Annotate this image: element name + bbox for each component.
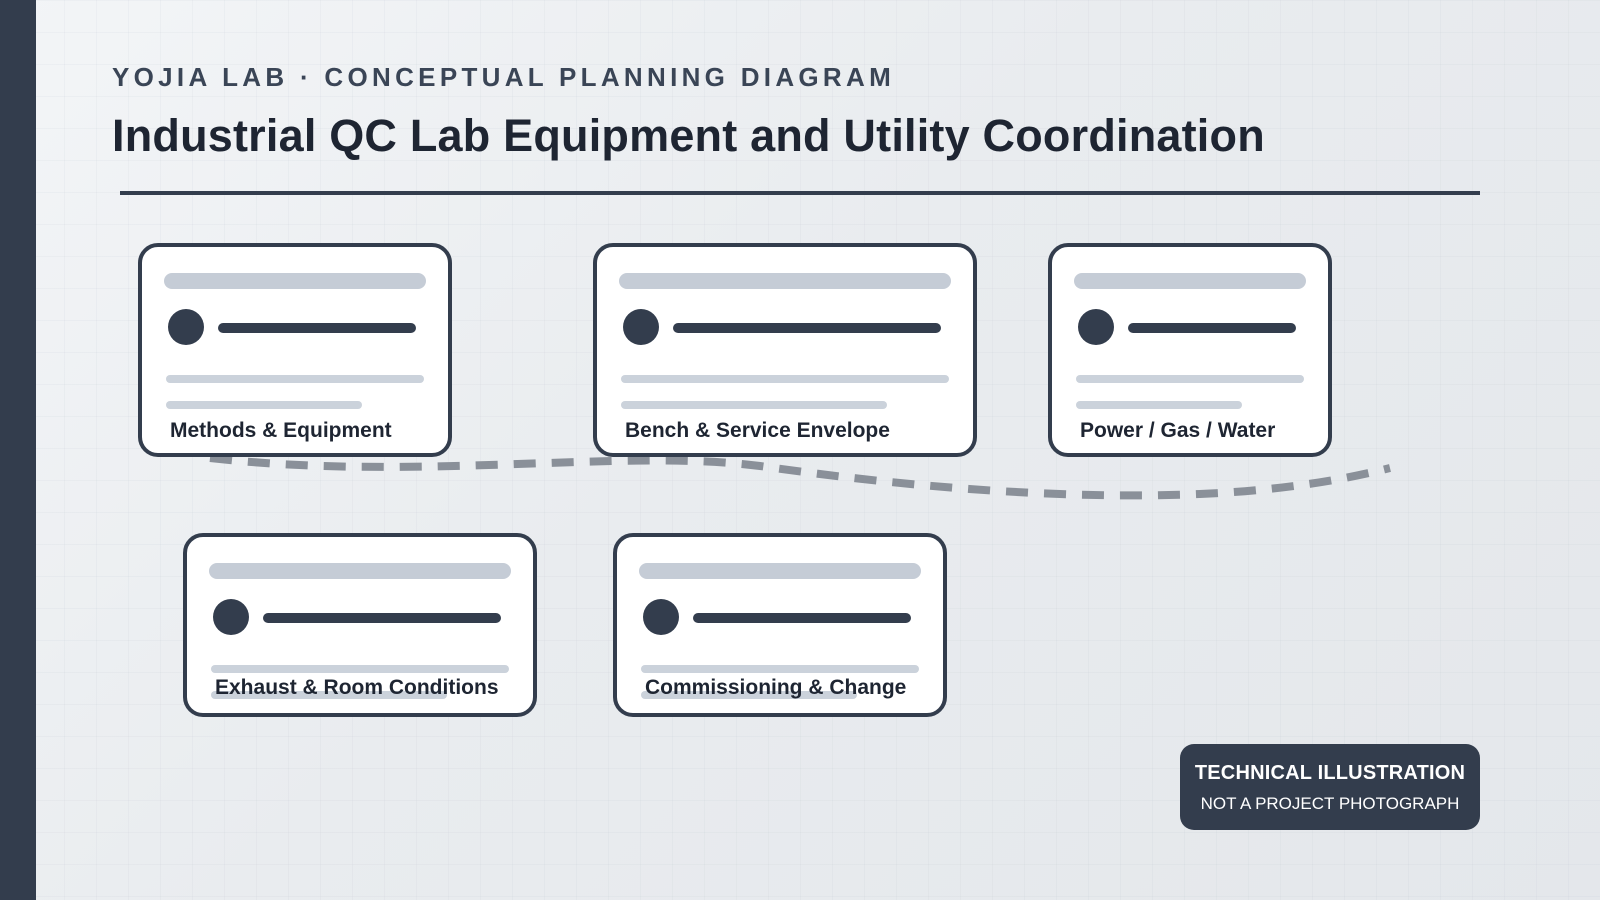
card-content-line <box>263 613 501 623</box>
card-bullet-dot <box>623 309 659 345</box>
card-bench-service-envelope[interactable]: Bench & Service Envelope <box>593 243 977 457</box>
card-bullet-dot <box>643 599 679 635</box>
card-header-placeholder <box>1074 273 1306 289</box>
card-label: Bench & Service Envelope <box>625 419 890 442</box>
card-content-line-light <box>621 375 949 383</box>
card-power-gas-water[interactable]: Power / Gas / Water <box>1048 243 1332 457</box>
card-content-line <box>673 323 941 333</box>
card-bullet-dot <box>168 309 204 345</box>
page-title: Industrial QC Lab Equipment and Utility … <box>112 110 1265 161</box>
card-header-placeholder <box>639 563 921 579</box>
card-header-placeholder <box>619 273 951 289</box>
card-header-placeholder <box>209 563 511 579</box>
card-methods-equipment[interactable]: Methods & Equipment <box>138 243 452 457</box>
left-accent-bar <box>0 0 36 900</box>
card-content-line-light <box>1076 401 1242 409</box>
card-label: Methods & Equipment <box>170 419 392 442</box>
card-content-line <box>1128 323 1296 333</box>
card-content-line-light <box>166 401 362 409</box>
card-content-line-light <box>211 665 509 673</box>
card-content-line-light <box>641 691 857 699</box>
card-content-line-light <box>1076 375 1304 383</box>
card-content-line-light <box>621 401 887 409</box>
card-label: Commissioning & Change <box>645 676 907 699</box>
card-content-line-light <box>211 691 447 699</box>
card-exhaust-room-conditions[interactable]: Exhaust & Room Conditions <box>183 533 537 717</box>
connector-path <box>209 454 1391 500</box>
title-divider <box>120 191 1480 195</box>
badge-title: TECHNICAL ILLUSTRATION <box>1194 762 1466 784</box>
card-commissioning-change[interactable]: Commissioning & Change <box>613 533 947 717</box>
diagram-eyebrow: YOJIA LAB · CONCEPTUAL PLANNING DIAGRAM <box>112 62 896 92</box>
card-content-line-light <box>641 665 919 673</box>
card-label: Power / Gas / Water <box>1080 419 1276 442</box>
illustration-notice-badge: TECHNICAL ILLUSTRATION NOT A PROJECT PHO… <box>1180 744 1480 830</box>
card-bullet-dot <box>1078 309 1114 345</box>
card-content-line-light <box>166 375 424 383</box>
badge-subtitle: NOT A PROJECT PHOTOGRAPH <box>1200 794 1460 813</box>
card-label: Exhaust & Room Conditions <box>215 676 499 699</box>
card-header-placeholder <box>164 273 426 289</box>
card-bullet-dot <box>213 599 249 635</box>
card-content-line <box>693 613 911 623</box>
card-content-line <box>218 323 416 333</box>
